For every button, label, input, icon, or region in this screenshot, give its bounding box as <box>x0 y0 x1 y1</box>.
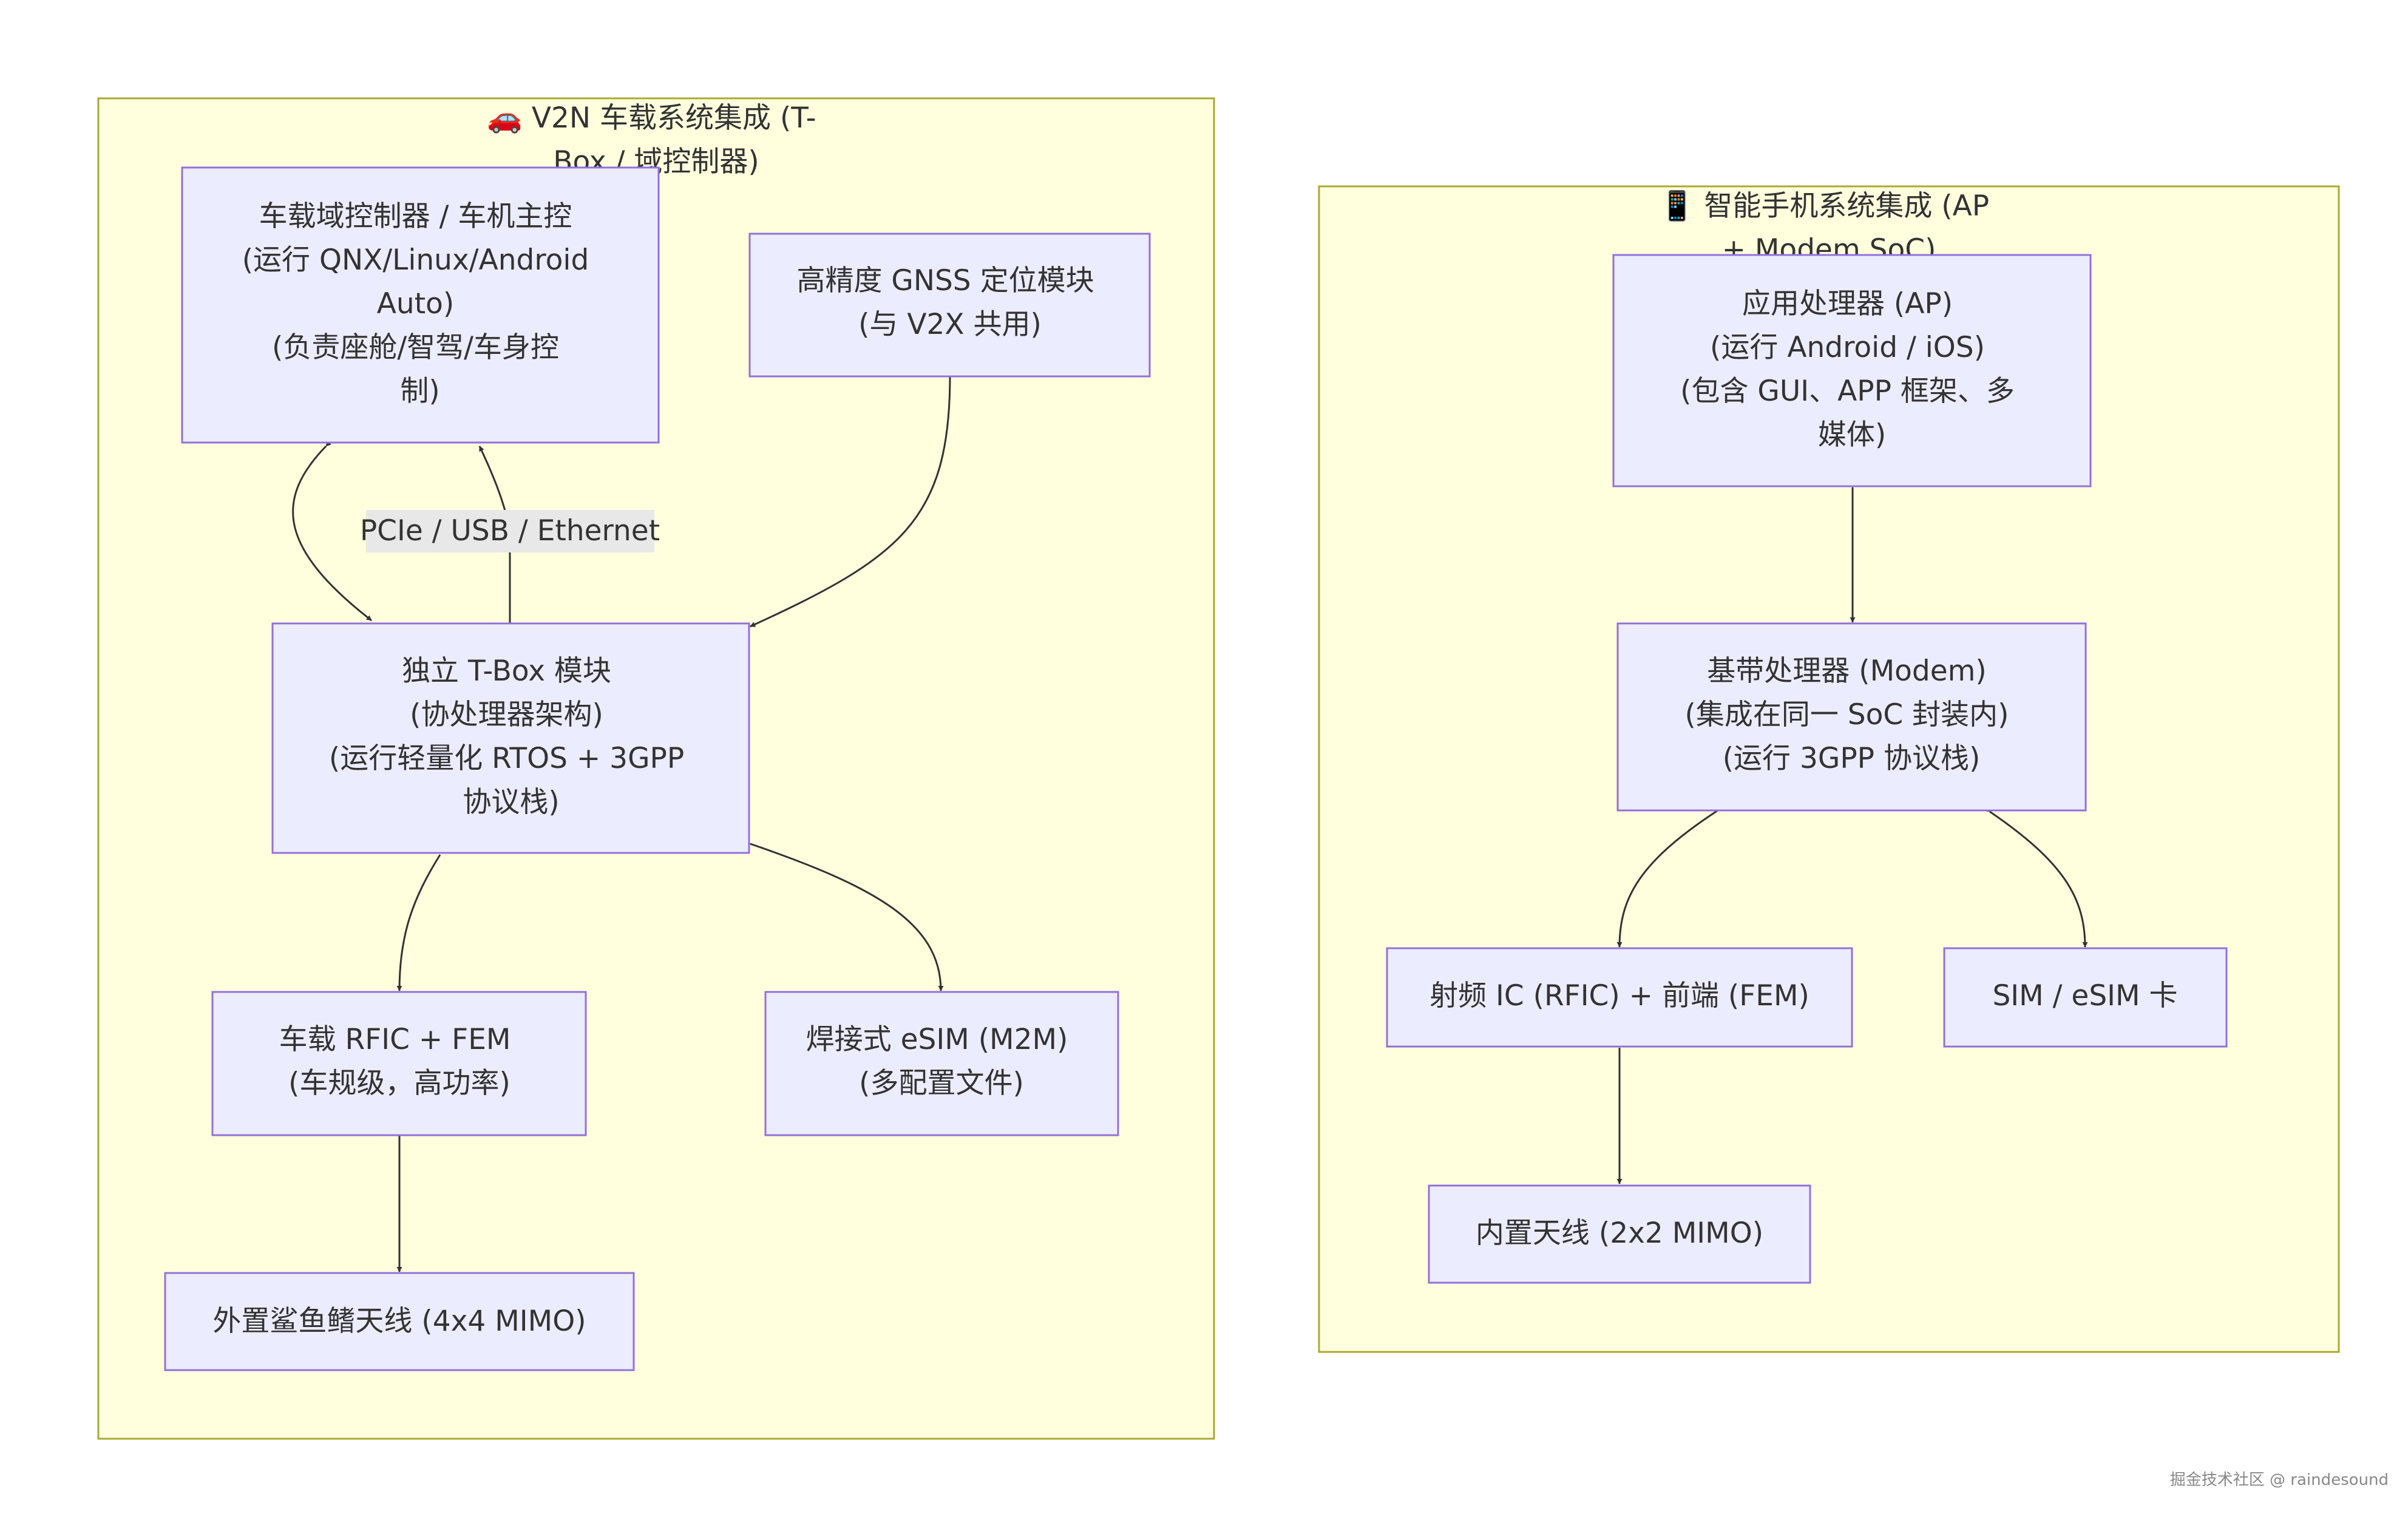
node-tbox-module: 独立 T-Box 模块 (协处理器架构) (运行轻量化 RTOS + 3GPP … <box>271 622 750 854</box>
modem-line-2: (集成在同一 SoC 封装内) <box>1685 698 2009 732</box>
edge-modem-to-phone-rf <box>1616 809 1718 948</box>
tbox-line-4: 协议栈) <box>463 786 559 819</box>
edge-modem-sim-bidirectional <box>1984 806 2088 948</box>
car-rf-line-2: (车规级，高功率) <box>288 1067 510 1100</box>
svg-text:内置天线 (2x2 MIMO): 内置天线 (2x2 MIMO) <box>1476 1217 1763 1250</box>
node-esim-m2m: 焊接式 eSIM (M2M) (多配置文件) <box>764 991 1119 1136</box>
svg-text:高精度 GNSS 定位模块 (与 V2X 共用): 高精度 GNSS 定位模块 (与 V2X 共用) <box>796 264 1103 341</box>
domain-controller-line-2: (运行 QNX/Linux/Android <box>242 243 589 277</box>
gnss-line-1: 高精度 GNSS 定位模块 <box>796 264 1094 297</box>
node-domain-controller: 车载域控制器 / 车机主控 (运行 QNX/Linux/Android Auto… <box>181 166 660 444</box>
esim-m2m-line-2: (多配置文件) <box>859 1067 1024 1100</box>
phone-antenna-line-1: 内置天线 (2x2 MIMO) <box>1476 1217 1763 1250</box>
svg-text:基带处理器 (Modem) (集成在同一 SoC: 基带处理器 (Modem) (集成在同一 SoC 封装内) (运行 3GPP 协… <box>1685 654 2018 775</box>
domain-controller-line-1: 车载域控制器 / 车机主控 <box>259 200 572 233</box>
ap-line-1: 应用处理器 (AP) <box>1742 287 1953 321</box>
edge-domain-tbox-bidirectional <box>292 441 372 622</box>
tbox-line-1: 独立 T-Box 模块 <box>402 654 611 688</box>
svg-text:焊接式 eSIM (M2M) (多配置文件): 焊接式 eSIM (M2M) (多配置文件) <box>806 1023 1077 1100</box>
node-gnss-module: 高精度 GNSS 定位模块 (与 V2X 共用) <box>748 233 1151 378</box>
modem-line-3: (运行 3GPP 协议栈) <box>1723 742 1981 775</box>
svg-text:车载域控制器 / 车机主控 (运行 QNX/Li: 车载域控制器 / 车机主控 (运行 QNX/Linux/Android Auto… <box>242 200 599 408</box>
svg-text:应用处理器 (AP) (运行 Android /: 应用处理器 (AP) (运行 Android / iOS) (包含 GUI、AP… <box>1680 287 2024 452</box>
svg-text:SIM / eSIM 卡: SIM / eSIM 卡 <box>1992 979 2177 1013</box>
ap-line-2: (运行 Android / iOS) <box>1710 331 1985 364</box>
modem-line-1: 基带处理器 (Modem) <box>1707 654 1986 688</box>
domain-controller-line-3: Auto) <box>377 287 454 321</box>
node-phone-rfic-fem: 射频 IC (RFIC) + 前端 (FEM) <box>1386 947 1853 1048</box>
car-antenna-line-1: 外置鲨鱼鳍天线 (4x4 MIMO) <box>212 1305 586 1338</box>
node-car-rfic-fem: 车载 RFIC + FEM (车规级，高功率) <box>211 991 587 1136</box>
tbox-line-2: (协处理器架构) <box>410 698 603 732</box>
node-car-antenna: 外置鲨鱼鳍天线 (4x4 MIMO) <box>164 1272 635 1371</box>
edge-label-tbox-domain: PCIe / USB / Ethernet <box>360 510 660 552</box>
edge-tbox-to-car-rf <box>396 854 441 991</box>
node-sim-esim: SIM / eSIM 卡 <box>1943 947 2228 1048</box>
car-rf-line-1: 车载 RFIC + FEM <box>279 1023 511 1056</box>
domain-controller-line-4: (负责座舱/智驾/车身控 <box>272 331 559 364</box>
node-application-processor: 应用处理器 (AP) (运行 Android / iOS) (包含 GUI、AP… <box>1612 254 2092 487</box>
svg-text:外置鲨鱼鳍天线 (4x4 MIMO): 外置鲨鱼鳍天线 (4x4 MIMO) <box>212 1305 586 1338</box>
ap-line-3: (包含 GUI、APP 框架、多 <box>1680 375 2015 408</box>
gnss-line-2: (与 V2X 共用) <box>858 308 1042 341</box>
svg-text:射频 IC (RFIC) + 前端 (FEM): 射频 IC (RFIC) + 前端 (FEM) <box>1430 979 1809 1013</box>
svg-text:独立 T-Box 模块 (协处理器架构): 独立 T-Box 模块 (协处理器架构) (运行轻量化 RTOS + 3GPP … <box>329 654 693 819</box>
v2n-cluster-title: 🚗 V2N 车载系统集成 (T- Box / 域控制器) <box>487 101 825 178</box>
phone-cluster-title-line-1: 📱 智能手机系统集成 (AP <box>1660 189 1989 223</box>
node-phone-antenna: 内置天线 (2x2 MIMO) <box>1428 1184 1811 1284</box>
sim-line-1: SIM / eSIM 卡 <box>1992 979 2177 1013</box>
v2n-cluster-title-line-1: 🚗 V2N 车载系统集成 (T- <box>487 101 816 135</box>
edge-tbox-esim-bidirectional <box>744 840 944 991</box>
edge-gnss-to-tbox <box>750 376 951 628</box>
phone-rf-line-1: 射频 IC (RFIC) + 前端 (FEM) <box>1430 979 1809 1013</box>
tbox-line-3: (运行轻量化 RTOS + 3GPP <box>329 742 684 775</box>
edge-label-pcie-usb-ethernet: PCIe / USB / Ethernet <box>360 514 660 548</box>
node-modem: 基带处理器 (Modem) (集成在同一 SoC 封装内) (运行 3GPP 协… <box>1616 622 2087 812</box>
esim-m2m-line-1: 焊接式 eSIM (M2M) <box>806 1023 1068 1056</box>
domain-controller-line-5: 制) <box>400 375 439 408</box>
watermark: 掘金技术社区 @ raindesound <box>2170 1471 2389 1489</box>
svg-text:车载 RFIC + FEM (车规级，高功率): 车载 RFIC + FEM (车规级，高功率) <box>279 1023 520 1100</box>
ap-line-4: 媒体) <box>1818 418 1886 452</box>
